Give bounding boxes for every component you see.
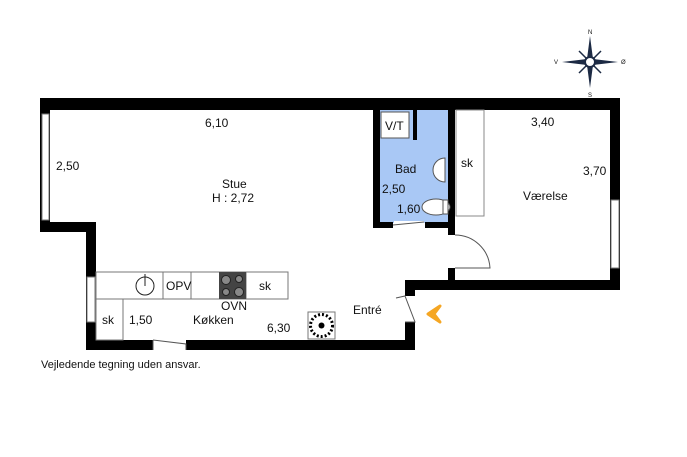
bad-name: Bad	[395, 162, 416, 176]
sink-icon	[432, 157, 446, 183]
window-vaerelse	[610, 199, 620, 269]
dishwasher-label: OPV	[166, 279, 191, 293]
window-koekken	[86, 276, 96, 323]
stue-height: H : 2,72	[212, 191, 254, 205]
disclaimer: Vejledende tegning uden ansvar.	[41, 359, 201, 371]
door-koekken-gap	[153, 340, 186, 350]
entre-name: Entré	[353, 303, 382, 317]
vaerelse-name: Værelse	[523, 189, 568, 203]
kitchen-closet-label: sk	[102, 313, 115, 327]
compass-south: S	[588, 93, 592, 99]
door-bad[interactable]	[392, 221, 425, 226]
compass-west: V	[554, 60, 558, 66]
washer-dryer	[380, 111, 410, 139]
koekken-dim-a: 1,50	[129, 313, 153, 327]
stue-name: Stue	[222, 177, 247, 191]
vaerelse-dim-a: 3,40	[531, 115, 555, 129]
closet-vaerelse	[455, 109, 485, 217]
kitchen-cabinet-label: sk	[259, 279, 272, 293]
entrance-arrow-icon	[426, 304, 442, 324]
washer-dryer-label: V/T	[385, 119, 404, 133]
compass-north: N	[588, 30, 592, 36]
compass-east: Ø	[621, 60, 626, 66]
oven-label: OVN	[221, 299, 247, 313]
window-stue	[41, 113, 50, 221]
koekken-name: Køkken	[193, 313, 234, 327]
kitchen-counter	[95, 271, 289, 341]
compass-rose-icon: N S V Ø	[554, 30, 626, 99]
door-bad-gap	[394, 221, 424, 229]
bad-dim-b: 1,60	[397, 202, 421, 216]
door-entre[interactable]	[395, 295, 416, 323]
door-vaerelse[interactable]	[454, 234, 491, 269]
stue-width-dim: 6,10	[205, 116, 229, 130]
cooktop-icon	[219, 272, 246, 299]
vaerelse-dim-b: 3,70	[583, 164, 607, 178]
vaerelse-closet-label: sk	[461, 156, 474, 170]
stue-depth-dim: 2,50	[56, 159, 80, 173]
bad-dim-a: 2,50	[382, 182, 406, 196]
heat-pump-icon	[307, 311, 336, 340]
koekken-dim-b: 6,30	[267, 321, 291, 335]
door-koekken[interactable]	[152, 339, 187, 350]
